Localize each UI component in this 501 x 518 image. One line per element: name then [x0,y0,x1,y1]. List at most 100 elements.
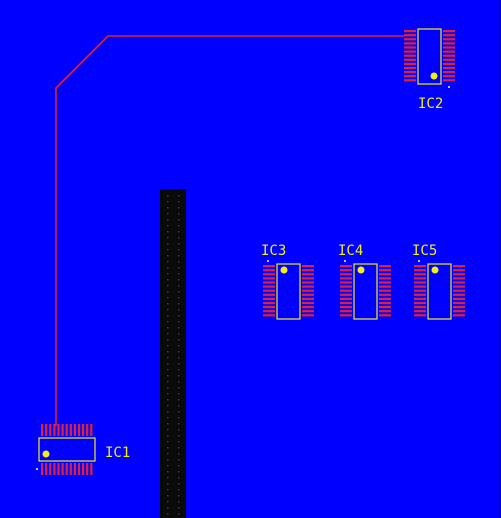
smd-pad [379,289,391,292]
header-pin [178,255,180,257]
smd-pad [453,293,465,296]
smd-pad [263,289,275,292]
header-pin [167,507,169,509]
smd-pad [302,310,314,313]
header-pin [167,471,169,473]
smd-pad [379,273,391,276]
header-pin [178,417,180,419]
header-pin [167,261,169,263]
header-pin [178,219,180,221]
header-pin [178,291,180,293]
component-ic1[interactable]: IC1 [36,424,130,475]
smd-pad [414,285,426,288]
header-pin [167,441,169,443]
smd-pad [65,463,68,475]
smd-pad [263,314,275,317]
header-pin [178,321,180,323]
smd-pad [302,281,314,284]
header-pin [178,405,180,407]
header-pin [178,465,180,467]
smd-pad [453,281,465,284]
header-pin [178,267,180,269]
header-pin [178,213,180,215]
smd-pad [302,306,314,309]
header-pin [178,489,180,491]
header-pin [178,513,180,515]
copper-trace-ic1-ic2[interactable] [55,35,404,426]
smd-pad [443,66,455,70]
smd-pad [453,310,465,313]
header-pin [178,345,180,347]
header-pin [167,375,169,377]
smd-pad [61,463,64,475]
header-pin [167,453,169,455]
smd-pad [414,273,426,276]
smd-pad [404,46,416,49]
ic4-orientation-dot [344,260,346,262]
smd-pad [414,297,426,300]
header-pin [178,471,180,473]
header-pin [178,381,180,383]
header-pin [167,285,169,287]
header-pin [178,447,180,449]
header-pin [178,243,180,245]
header-pin [167,417,169,419]
smd-pad [443,54,455,57]
component-ic2[interactable]: IC2 [404,28,455,112]
header-pin [178,261,180,263]
smd-pad [340,314,352,317]
smd-pad [443,30,455,33]
header-pin [167,279,169,281]
header-pin [167,333,169,335]
header-pin [178,423,180,425]
component-ic4[interactable]: IC4 [338,243,391,320]
ic1-orientation-dot [36,468,38,470]
smd-pad [404,54,416,57]
smd-pad [404,75,416,78]
smd-pad [263,269,275,272]
ic5-orientation-dot [418,260,420,262]
pin-header-connector[interactable] [160,189,186,518]
smd-pad [453,301,465,305]
header-pin [167,399,169,401]
smd-pad [379,297,391,300]
header-pin [178,369,180,371]
header-pin [178,387,180,389]
smd-pad [404,79,416,82]
component-ic3[interactable]: IC3 [261,243,314,320]
smd-pad [302,285,314,288]
ic3-pads [263,265,314,317]
smd-pad [340,306,352,309]
ic1-designator: IC1 [105,445,130,461]
header-pin [167,381,169,383]
smd-pad [453,314,465,317]
smd-pad [379,306,391,309]
ic5-outline [427,263,452,320]
smd-pad [340,310,352,313]
header-pin [167,321,169,323]
component-ic5[interactable]: IC5 [412,243,465,320]
smd-pad [57,424,60,436]
smd-pad [379,277,391,280]
header-pin [178,411,180,413]
header-pin [167,429,169,431]
smd-pad [404,58,416,61]
header-pin [167,483,169,485]
smd-pad [414,265,426,268]
smd-pad [453,269,465,272]
header-pin [167,447,169,449]
header-pin [178,501,180,503]
header-pin [167,477,169,479]
header-pin [178,453,180,455]
header-pin [167,303,169,305]
smd-pad [414,269,426,272]
header-pin [178,375,180,377]
smd-pad [263,277,275,280]
header-pin [167,501,169,503]
smd-pad [263,306,275,309]
smd-pad [45,463,48,475]
header-pin [178,285,180,287]
header-pin [167,411,169,413]
smd-pad [340,285,352,288]
